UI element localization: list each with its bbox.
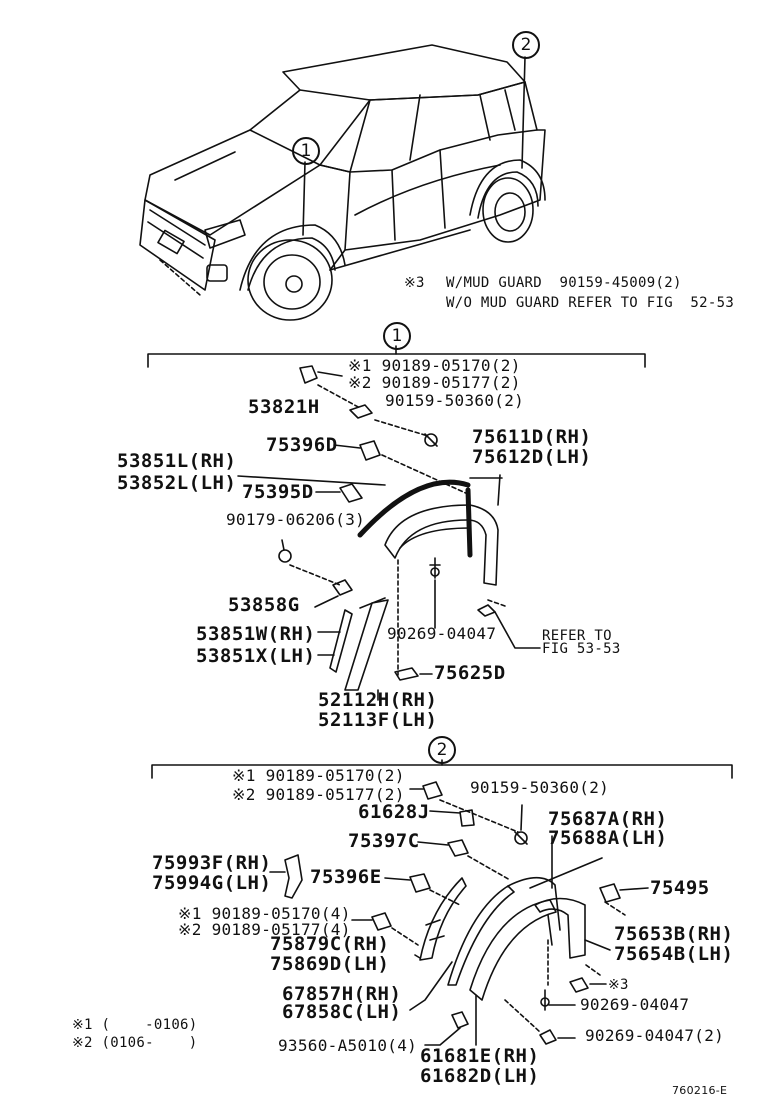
s1-part-53851X: 53851X(LH) (196, 645, 316, 667)
marker-1-vehicle: 1 (292, 137, 320, 165)
s2-screw: 90159-50360(2) (470, 778, 610, 797)
s2-part-61681E: 61681E(RH) (420, 1045, 540, 1067)
s1-part-75612D: 75612D(LH) (472, 446, 592, 468)
marker-2-section: 2 (428, 736, 456, 764)
s1-part-53821H: 53821H (248, 396, 320, 418)
s2-clip-2: ※2 90189-05177(2) (232, 785, 405, 804)
note-without-mud-guard: W/O MUD GUARD REFER TO FIG 52-53 (446, 295, 735, 311)
s1-part-90179: 90179-06206(3) (226, 510, 366, 529)
s2-screw-93560: 93560-A5010(4) (278, 1036, 418, 1055)
s1-part-52113F: 52113F(LH) (318, 709, 438, 731)
s2-part-75687A: 75687A(RH) (548, 808, 668, 830)
s2-clip-b1: ※1 90189-05170(4) (178, 904, 351, 923)
s2-part-75869D: 75869D(LH) (270, 953, 390, 975)
figure-code: 760216-E (672, 1084, 728, 1097)
marker-2-vehicle: 2 (512, 31, 540, 59)
vehicle-illustration (139, 44, 546, 321)
s2-bolt-90269: 90269-04047 (580, 995, 690, 1014)
s2-part-67857H: 67857H(RH) (282, 983, 402, 1005)
s1-part-90269: 90269-04047 (387, 624, 497, 643)
s2-part-75994G: 75994G(LH) (152, 872, 272, 894)
s1-part-75611D: 75611D(RH) (472, 426, 592, 448)
s1-refer-line1: REFER TO (542, 628, 612, 644)
s2-part-75397C: 75397C (348, 830, 420, 852)
s1-part-75395D: 75395D (242, 481, 314, 503)
section2-parts (269, 781, 649, 1046)
s1-part-53851W: 53851W(RH) (196, 623, 316, 645)
s2-part-67858C: 67858C(LH) (282, 1001, 402, 1023)
s1-part-53852L: 53852L(LH) (117, 472, 237, 494)
s2-part-75879C: 75879C(RH) (270, 933, 390, 955)
s2-part-75653B: 75653B(RH) (614, 923, 734, 945)
note-with-mud-guard: W/MUD GUARD 90159-45009(2) (446, 275, 682, 291)
s2-part-61628J: 61628J (358, 801, 430, 823)
s1-part-52112H: 52112H(RH) (318, 689, 438, 711)
s1-screw: 90159-50360(2) (385, 391, 525, 410)
s2-part-75993F: 75993F(RH) (152, 852, 272, 874)
s2-clip-b2: ※2 90189-05177(4) (178, 920, 351, 939)
s2-part-75688A: 75688A(LH) (548, 827, 668, 849)
s1-clip-1: ※1 90189-05170(2) (348, 356, 521, 375)
legend-note-1: ※1 ( -0106) (72, 1017, 198, 1033)
marker-1-section: 1 (383, 322, 411, 350)
s1-part-53851L: 53851L(RH) (117, 450, 237, 472)
s2-part-61682D: 61682D(LH) (420, 1065, 540, 1087)
s2-part-75495: 75495 (650, 877, 710, 899)
s2-bolt-90269-2: 90269-04047(2) (585, 1026, 725, 1045)
section1-parts (237, 365, 541, 701)
s1-clip-2: ※2 90189-05177(2) (348, 373, 521, 392)
s1-refer-line2: FIG 53-53 (542, 641, 621, 657)
s2-clip-1: ※1 90189-05170(2) (232, 766, 405, 785)
s2-mark-3: ※3 (608, 977, 629, 993)
s2-part-75654B: 75654B(LH) (614, 943, 734, 965)
s1-part-53858G: 53858G (228, 594, 300, 616)
s2-part-75396E: 75396E (310, 866, 382, 888)
s1-part-75396D: 75396D (266, 434, 338, 456)
legend-note-2: ※2 (0106- ) (72, 1035, 198, 1051)
note-mark: ※3 (404, 275, 425, 291)
s1-part-75625D: 75625D (434, 662, 506, 684)
